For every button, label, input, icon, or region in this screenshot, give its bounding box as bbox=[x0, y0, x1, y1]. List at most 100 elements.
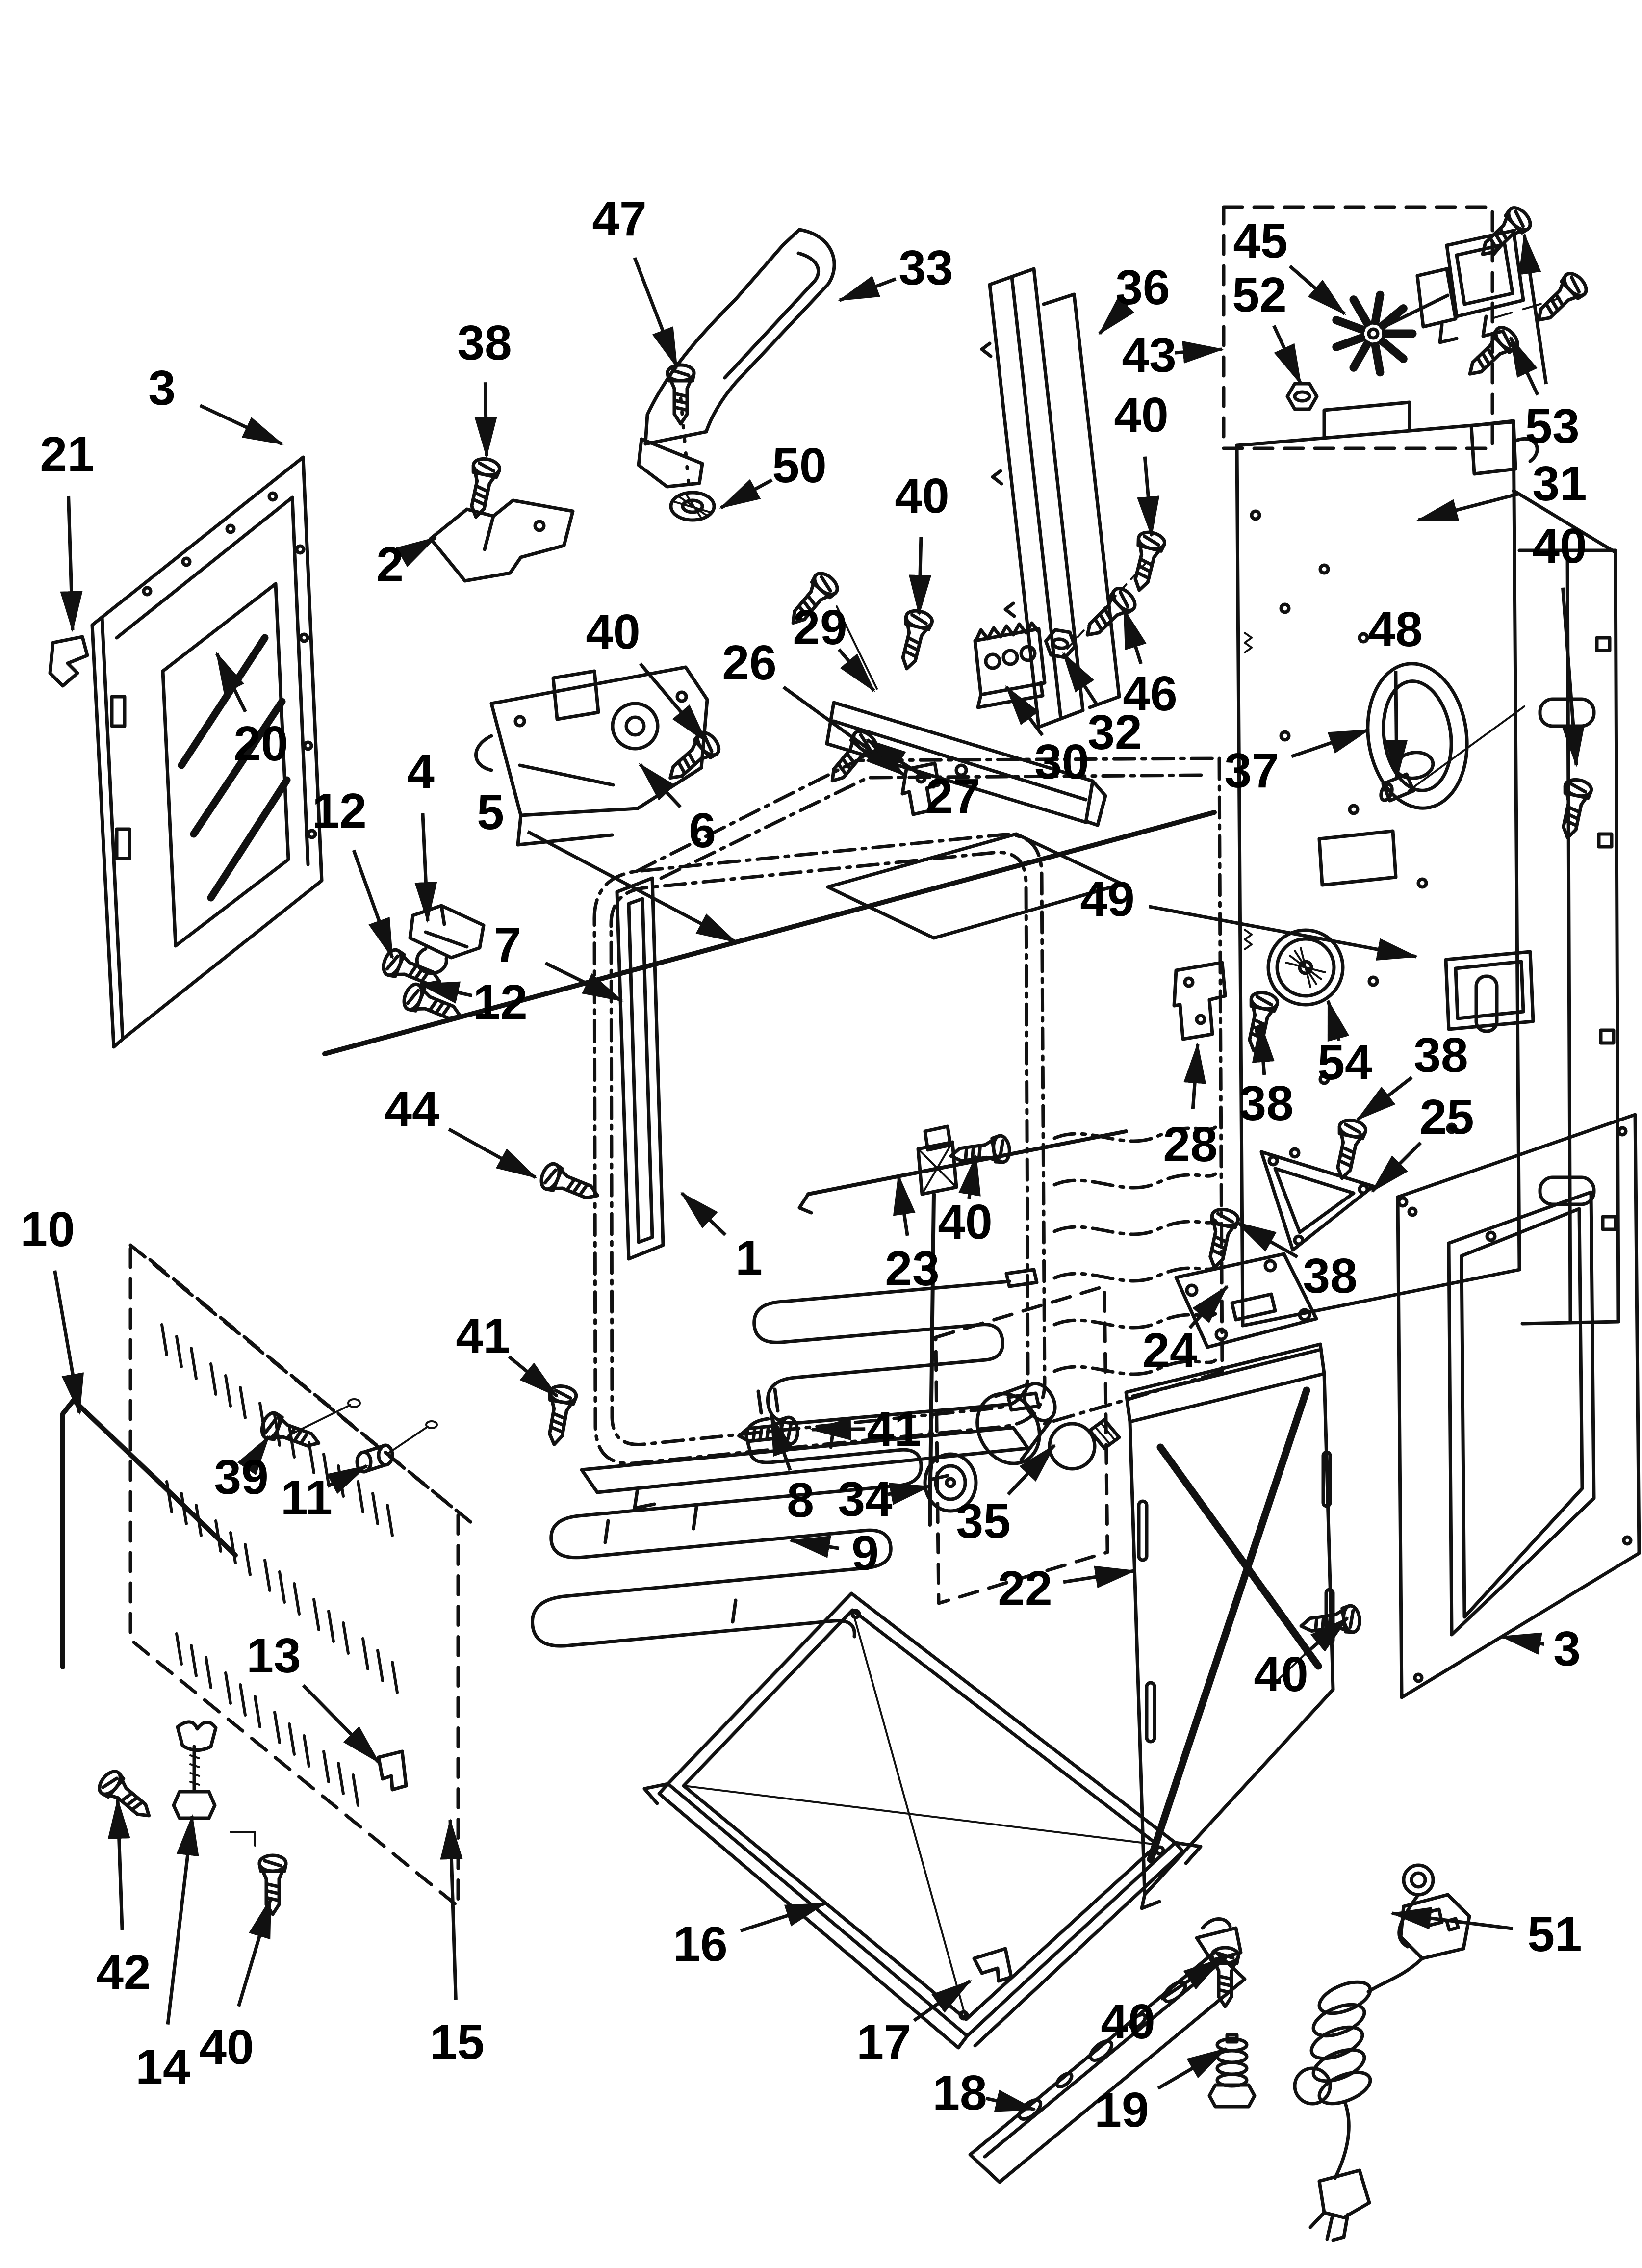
callout-leader-arrow bbox=[418, 981, 473, 1004]
callout-label: 51 bbox=[1527, 1907, 1582, 1962]
right-oven-door-panel bbox=[1278, 1113, 1641, 1699]
callout-37: 37 bbox=[1224, 728, 1370, 798]
callout-label: 49 bbox=[1080, 872, 1134, 927]
hinge-rail-clip-4 bbox=[380, 904, 486, 1028]
callout-5: 5 bbox=[477, 785, 738, 944]
callout-leader-arrow bbox=[237, 1434, 270, 1476]
callout-leader-arrow bbox=[1272, 325, 1303, 386]
callout-31: 31 bbox=[1416, 456, 1587, 522]
callout-3: 3 bbox=[1500, 1621, 1581, 1676]
callout-leader-arrow bbox=[837, 648, 875, 693]
callout-38: 38 bbox=[1239, 1021, 1294, 1131]
callout-label: 37 bbox=[1224, 743, 1279, 798]
callout-label: 10 bbox=[20, 1202, 75, 1257]
callout-leader-arrow bbox=[810, 1418, 866, 1441]
side-trim-frame-7 bbox=[615, 876, 665, 1261]
callout-12: 12 bbox=[418, 975, 528, 1030]
callout-33: 33 bbox=[838, 240, 953, 302]
callout-40: 40 bbox=[1532, 519, 1587, 767]
callout-leader-arrow bbox=[1416, 492, 1519, 522]
clip-17 bbox=[972, 1947, 1013, 1983]
callout-leader-arrow bbox=[107, 1798, 130, 1930]
callout-label: 36 bbox=[1115, 260, 1170, 315]
callout-1: 1 bbox=[680, 1192, 763, 1285]
callout-10: 10 bbox=[20, 1202, 84, 1415]
callout-label: 33 bbox=[898, 240, 953, 295]
callout-label: 39 bbox=[214, 1450, 268, 1505]
callout-leader-arrow bbox=[1148, 905, 1418, 961]
callout-14: 14 bbox=[135, 1814, 199, 2094]
callout-leader-arrow bbox=[527, 830, 738, 944]
callout-label: 14 bbox=[135, 2039, 190, 2094]
callout-label: 12 bbox=[312, 783, 366, 838]
callout-leader-arrow bbox=[1098, 297, 1135, 335]
callout-label: 29 bbox=[793, 600, 847, 655]
callout-26: 26 bbox=[722, 635, 906, 777]
callout-leader-arrow bbox=[302, 1684, 380, 1764]
callout-44: 44 bbox=[385, 1082, 538, 1179]
callout-17: 17 bbox=[856, 1980, 972, 2070]
callout-leader-arrow bbox=[1561, 587, 1585, 767]
callout-label: 46 bbox=[1123, 666, 1177, 721]
callout-label: 53 bbox=[1525, 399, 1579, 454]
callout-label: 38 bbox=[1303, 1249, 1357, 1303]
callout-leader-arrow bbox=[913, 1980, 972, 2022]
callout-label: 38 bbox=[1413, 1028, 1468, 1083]
door-latch-assembly-6 bbox=[474, 665, 723, 847]
callout-leader-arrow bbox=[838, 276, 897, 302]
callout-6: 6 bbox=[639, 763, 716, 858]
callout-label: 35 bbox=[956, 1494, 1010, 1549]
callout-48: 48 bbox=[1368, 602, 1423, 781]
callout-label: 42 bbox=[96, 1945, 151, 2000]
callout-leader-arrow bbox=[352, 849, 394, 960]
callout-49: 49 bbox=[1080, 872, 1418, 961]
rear-brace-25 bbox=[1202, 1118, 1375, 1271]
main-top-support-rod-5 bbox=[322, 810, 1217, 1056]
callout-label: 38 bbox=[1239, 1076, 1293, 1131]
callout-4: 4 bbox=[407, 744, 437, 923]
callout-leader-arrow bbox=[908, 537, 931, 616]
callout-label: 54 bbox=[1317, 1035, 1372, 1090]
callout-label: 1 bbox=[735, 1230, 763, 1285]
motor-screws-53 bbox=[1461, 204, 1590, 383]
callout-34: 34 bbox=[838, 1472, 931, 1527]
callout-leader-arrow bbox=[1303, 1616, 1350, 1656]
fan-motor-assembly-45-52 bbox=[1287, 229, 1525, 409]
callout-13: 13 bbox=[246, 1628, 380, 1764]
callout-leader-arrow bbox=[1252, 1021, 1275, 1075]
callout-leader-arrow bbox=[1183, 1042, 1206, 1109]
callout-leader-arrow bbox=[639, 662, 708, 744]
callout-40: 40 bbox=[938, 1154, 993, 1250]
callout-label: 32 bbox=[1087, 705, 1142, 760]
callout-leader-arrow bbox=[1288, 264, 1347, 315]
callout-label: 9 bbox=[851, 1526, 879, 1581]
callout-label: 20 bbox=[233, 716, 288, 771]
callout-label: 45 bbox=[1233, 213, 1287, 268]
callout-leader-arrow bbox=[639, 763, 682, 808]
callout-leader-arrow bbox=[1188, 1285, 1229, 1329]
callout-leader-arrow bbox=[199, 404, 284, 446]
callout-leader-arrow bbox=[60, 495, 83, 632]
callout-leader-arrow bbox=[1174, 340, 1224, 364]
broil-element-8 bbox=[541, 1268, 1041, 1449]
callout-12: 12 bbox=[312, 783, 394, 960]
callout-label: 7 bbox=[494, 917, 521, 972]
callout-21: 21 bbox=[40, 427, 95, 632]
callout-label: 27 bbox=[925, 769, 980, 824]
callout-19: 19 bbox=[1094, 2047, 1228, 2138]
rear-vent-trim-36 bbox=[980, 267, 1121, 729]
oven-light-assembly-34-35 bbox=[923, 1284, 1121, 1605]
callout-label: 40 bbox=[1114, 388, 1168, 443]
door-hinge-arm-33 bbox=[637, 228, 836, 522]
callout-3: 3 bbox=[148, 361, 284, 446]
callout-label: 34 bbox=[838, 1472, 893, 1527]
callout-label: 12 bbox=[473, 975, 527, 1030]
callout-28: 28 bbox=[1163, 1042, 1218, 1172]
callout-label: 28 bbox=[1163, 1117, 1217, 1172]
callout-leader-arrow bbox=[865, 738, 924, 778]
callout-53: 53 bbox=[1509, 233, 1580, 454]
callout-45: 45 bbox=[1233, 213, 1347, 315]
callout-2: 2 bbox=[376, 536, 437, 592]
callout-leader-arrow bbox=[440, 1818, 463, 2000]
